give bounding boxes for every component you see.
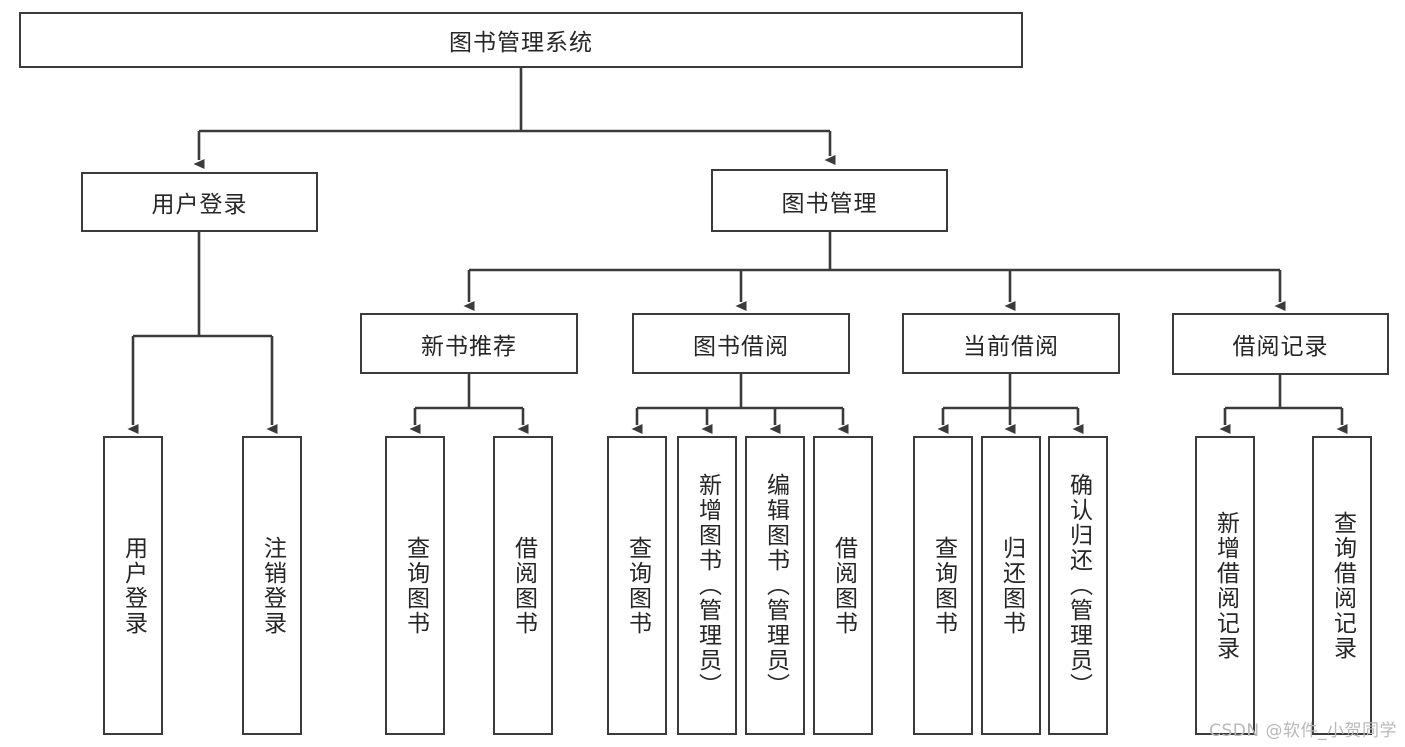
- node-user-login[interactable]: 用户登录: [81, 172, 318, 232]
- node-label: 编辑图书（管理员）: [762, 473, 789, 698]
- node-leaf-query-book-1[interactable]: 查询图书: [385, 436, 445, 735]
- node-label: 注销登录: [259, 535, 286, 636]
- csdn-watermark: CSDN @软件_小贺同学: [1209, 721, 1397, 741]
- node-label: 图书借阅: [693, 333, 789, 360]
- node-label: 查询图书: [930, 535, 957, 636]
- node-label: 新书推荐: [421, 333, 517, 360]
- node-current-borrow[interactable]: 当前借阅: [902, 313, 1120, 374]
- node-label: 借阅图书: [510, 535, 537, 636]
- node-label: 图书管理: [781, 190, 878, 217]
- node-leaf-query-book-2[interactable]: 查询图书: [607, 436, 667, 735]
- node-leaf-query-book-3[interactable]: 查询图书: [913, 436, 973, 735]
- node-label: 新增借阅记录: [1212, 510, 1239, 661]
- node-leaf-borrow-book-1[interactable]: 借阅图书: [493, 436, 553, 735]
- node-label: 查询借阅记录: [1329, 510, 1356, 661]
- node-book-borrow[interactable]: 图书借阅: [632, 313, 850, 374]
- node-book-management[interactable]: 图书管理: [711, 169, 948, 232]
- node-leaf-add-record[interactable]: 新增借阅记录: [1195, 436, 1255, 735]
- node-leaf-logout[interactable]: 注销登录: [242, 436, 302, 735]
- node-label: 借阅图书: [830, 535, 857, 636]
- node-label: 当前借阅: [963, 333, 1059, 360]
- node-leaf-confirm-return[interactable]: 确认归还（管理员）: [1048, 436, 1108, 735]
- node-leaf-user-login[interactable]: 用户登录: [103, 436, 163, 735]
- node-new-book-recommend[interactable]: 新书推荐: [360, 313, 578, 374]
- node-label: 查询图书: [402, 535, 429, 636]
- node-label: 确认归还（管理员）: [1065, 473, 1092, 698]
- node-label: 图书管理系统: [449, 30, 593, 56]
- node-label: 查询图书: [624, 535, 651, 636]
- node-label: 归还图书: [998, 535, 1025, 636]
- node-leaf-edit-book[interactable]: 编辑图书（管理员）: [745, 436, 805, 735]
- node-leaf-add-book[interactable]: 新增图书（管理员）: [677, 436, 737, 735]
- node-leaf-borrow-book-2[interactable]: 借阅图书: [813, 436, 873, 735]
- node-label: 借阅记录: [1232, 334, 1329, 360]
- node-leaf-query-record[interactable]: 查询借阅记录: [1312, 436, 1372, 735]
- node-borrow-record[interactable]: 借阅记录: [1172, 313, 1389, 375]
- node-label: 新增图书（管理员）: [694, 473, 721, 698]
- node-label: 用户登录: [151, 192, 248, 218]
- node-label: 用户登录: [120, 535, 147, 636]
- node-leaf-return-book[interactable]: 归还图书: [981, 436, 1041, 735]
- node-root-book-management-system[interactable]: 图书管理系统: [19, 12, 1023, 68]
